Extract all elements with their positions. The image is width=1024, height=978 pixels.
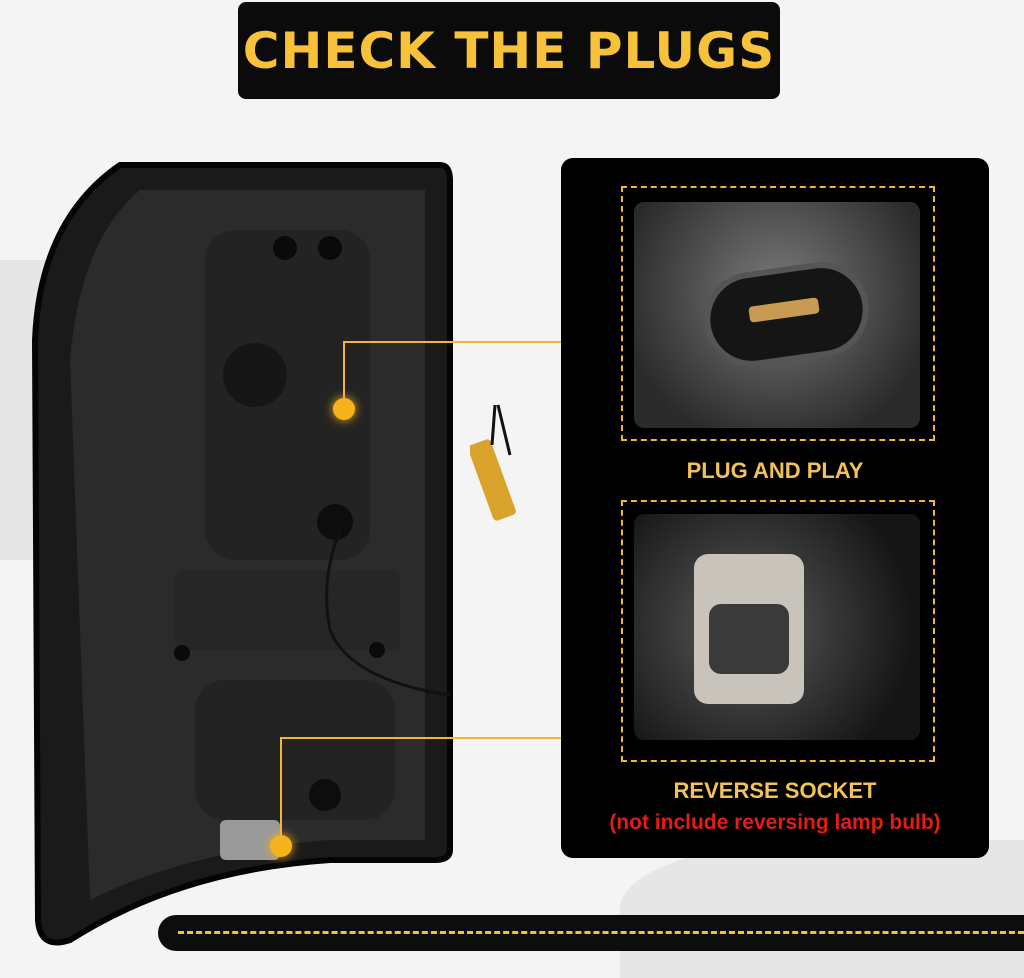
connector-line	[280, 737, 621, 739]
socket-highlight-dot	[270, 835, 292, 857]
decorative-road-stripe	[158, 915, 1024, 951]
reverse-socket-caption: REVERSE SOCKET	[673, 778, 877, 803]
page-title: CHECK THE PLUGS	[238, 2, 780, 99]
plug-photo-frame	[621, 186, 935, 441]
plug-highlight-dot	[333, 398, 355, 420]
background-shape	[620, 840, 1024, 978]
connector-line	[343, 341, 621, 343]
tail-lamp-image	[31, 162, 453, 946]
plug-detail-panel: PLUG AND PLAY REVERSE SOCKET (not includ…	[561, 158, 989, 858]
connector-line	[343, 341, 345, 403]
load-resistor-image	[470, 404, 516, 521]
connector-line	[280, 737, 282, 837]
reverse-socket-photo	[634, 514, 920, 740]
plug-and-play-caption: PLUG AND PLAY	[686, 458, 864, 483]
bulb-not-included-note: (not include reversing lamp bulb)	[609, 811, 941, 834]
plug-and-play-photo	[634, 202, 920, 428]
socket-photo-frame	[621, 500, 935, 762]
